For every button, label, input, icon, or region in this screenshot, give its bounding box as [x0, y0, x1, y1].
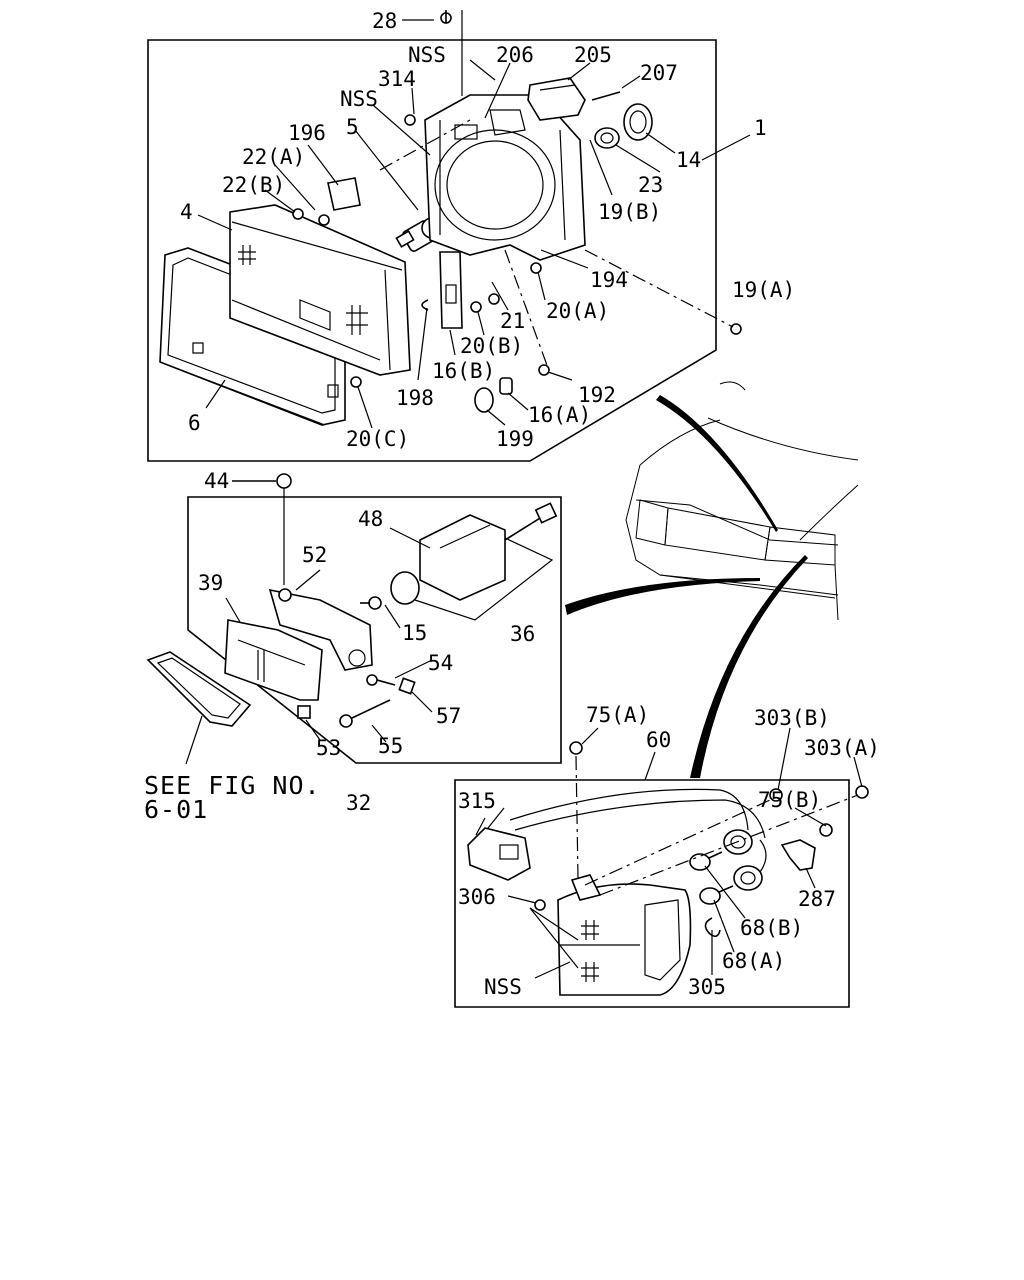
corner-lamp-sockets — [723, 829, 763, 891]
label-314: 314 — [378, 67, 416, 91]
headlamp-assembly-frame — [147, 39, 717, 462]
vehicle-front-sketch — [625, 381, 859, 621]
label-194: 194 — [590, 268, 628, 292]
label-75a: 75(A) — [586, 703, 649, 727]
label-53: 53 — [316, 736, 341, 760]
label-303b: 303(B) — [754, 706, 830, 730]
adjuster-cap — [594, 103, 653, 149]
label-68b: 68(B) — [740, 916, 803, 940]
label-315: 315 — [458, 789, 496, 813]
label-20b: 20(B) — [460, 334, 523, 358]
corner-lamp-wiring — [509, 788, 767, 873]
label-206: 206 — [496, 43, 534, 67]
label-23: 23 — [638, 173, 663, 197]
label-306: 306 — [458, 885, 496, 909]
label-36: 36 — [510, 622, 535, 646]
bracket-196 — [327, 177, 361, 211]
fog-lamp-socket — [419, 502, 558, 601]
see-fig-note-line2: 6-01 — [144, 795, 208, 824]
label-20a: 20(A) — [546, 299, 609, 323]
label-39: 39 — [198, 571, 223, 595]
label-52: 52 — [302, 543, 327, 567]
label-14: 14 — [676, 148, 701, 172]
label-287: 287 — [798, 887, 836, 911]
location-arrows — [565, 395, 808, 778]
headlamp-callouts: 28 NSS 206 205 207 314 NSS 5 196 22(A) 2… — [180, 9, 795, 451]
label-196: 196 — [288, 121, 326, 145]
corner-lamp-bulbs — [689, 851, 734, 938]
label-4: 4 — [180, 200, 193, 224]
label-nss-bot: NSS — [484, 975, 522, 999]
label-207: 207 — [640, 61, 678, 85]
headlamp-connector — [527, 77, 586, 121]
label-198: 198 — [396, 386, 434, 410]
label-16b: 16(B) — [432, 359, 495, 383]
fog-lamp-callouts: 44 48 52 39 15 36 54 57 53 55 32 — [198, 469, 554, 815]
fog-lamp-hardware — [232, 473, 416, 728]
fog-lamp-bulb — [360, 571, 420, 610]
headlamp-screws — [292, 10, 742, 388]
see-fig-note-line1: SEE FIG NO. — [144, 771, 321, 800]
label-192: 192 — [578, 383, 616, 407]
label-19a: 19(A) — [732, 278, 795, 302]
label-205: 205 — [574, 43, 612, 67]
corner-lamp-leaders — [529, 794, 859, 969]
label-75b: 75(B) — [758, 788, 821, 812]
headlamp-housing — [424, 94, 586, 261]
label-nss-mid: NSS — [340, 87, 378, 111]
label-60: 60 — [646, 728, 671, 752]
side-reflector — [146, 651, 252, 765]
corner-lamp-assembly-frame — [454, 779, 850, 1008]
label-57: 57 — [436, 704, 461, 728]
label-22a: 22(A) — [242, 145, 305, 169]
label-15: 15 — [402, 621, 427, 645]
label-303a: 303(A) — [804, 736, 880, 760]
label-1: 1 — [754, 116, 767, 140]
label-16a: 16(A) — [528, 403, 591, 427]
label-32: 32 — [346, 791, 371, 815]
adjuster-plate — [421, 251, 513, 413]
fog-lamp-bracket — [268, 588, 373, 671]
fog-lamp-lens — [224, 619, 323, 701]
label-199: 199 — [496, 427, 534, 451]
headlamp-unit — [229, 204, 411, 376]
corner-lamp-connector — [467, 817, 531, 881]
label-68a: 68(A) — [722, 949, 785, 973]
label-21: 21 — [500, 309, 525, 333]
label-48: 48 — [358, 507, 383, 531]
label-22b: 22(B) — [222, 173, 285, 197]
label-20c: 20(C) — [346, 427, 409, 451]
label-28: 28 — [372, 9, 397, 33]
label-305: 305 — [688, 975, 726, 999]
label-54: 54 — [428, 651, 453, 675]
label-55: 55 — [378, 734, 403, 758]
label-44: 44 — [204, 469, 229, 493]
label-6: 6 — [188, 411, 201, 435]
label-5: 5 — [346, 115, 359, 139]
corner-lamp-lens — [557, 874, 692, 996]
fog-lamp-assembly-frame — [187, 496, 562, 764]
label-nss-top: NSS — [408, 43, 446, 67]
label-19b: 19(B) — [598, 200, 661, 224]
headlamp-leaders — [379, 119, 734, 369]
corner-lamp-callouts: 75(A) 60 303(B) 303(A) 315 75(B) 287 306… — [458, 703, 880, 999]
